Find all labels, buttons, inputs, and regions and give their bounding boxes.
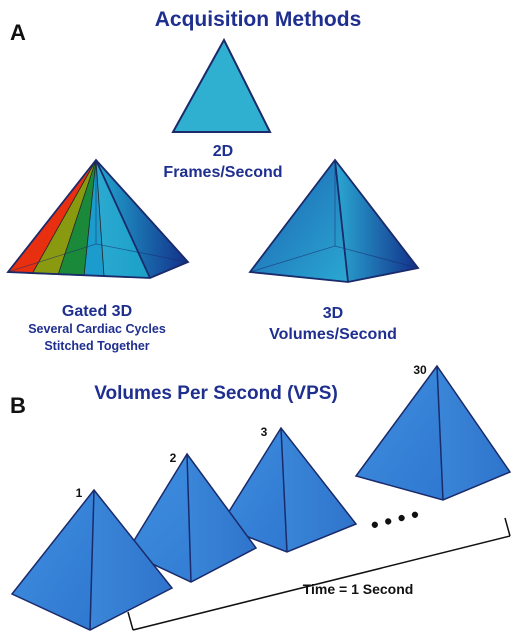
volume-pyramid-1 — [10, 488, 174, 631]
volume-pyramid-2 — [125, 452, 258, 583]
volume-label-3: 3 — [261, 425, 268, 439]
several-cardiac-cycles-label: Several Cardiac Cycles — [28, 322, 166, 336]
ellipsis-dots: • • • • — [368, 501, 422, 537]
panel-b-title: Volumes Per Second (VPS) — [94, 383, 338, 404]
time-label: Time = 1 Second — [303, 581, 414, 597]
2d-triangle — [171, 37, 272, 133]
2d-label: 2D — [213, 143, 233, 160]
3d-label: 3D — [323, 305, 343, 322]
frames-per-second-label: Frames/Second — [163, 164, 282, 181]
time-bracket — [127, 517, 511, 631]
volumes-per-second-label: Volumes/Second — [269, 326, 397, 343]
stitched-together-label: Stitched Together — [44, 339, 149, 353]
panel-a-letter: A — [10, 20, 26, 45]
gated-3d-pyramid — [6, 158, 190, 279]
panel-a-title: Acquisition Methods — [155, 8, 362, 31]
3d-volume-pyramid — [248, 158, 420, 283]
volume-pyramid-30 — [354, 364, 512, 501]
panel-b-letter: B — [10, 393, 26, 418]
gated-3d-label: Gated 3D — [62, 303, 132, 320]
volume-label-30: 30 — [413, 363, 427, 377]
volume-label-1: 1 — [76, 486, 83, 500]
volume-label-2: 2 — [170, 451, 177, 465]
